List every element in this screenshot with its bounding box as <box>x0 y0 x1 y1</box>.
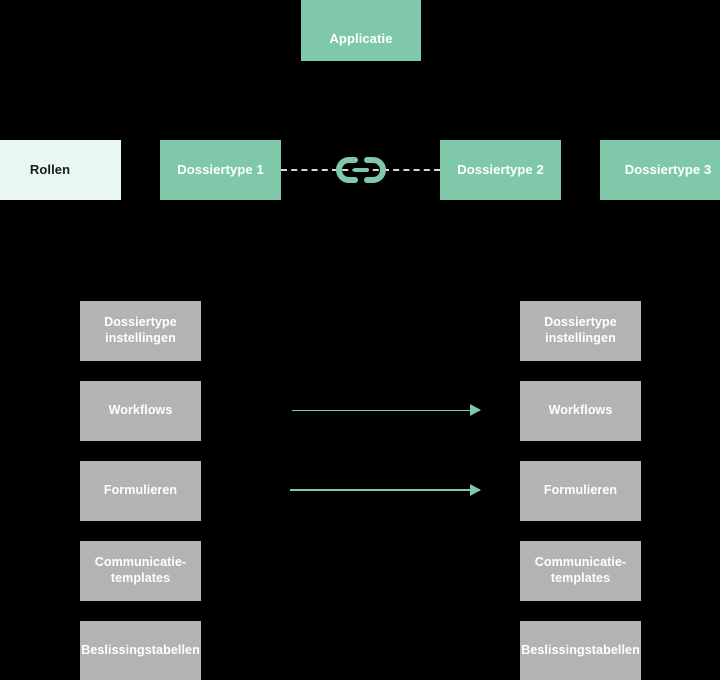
node-dossiertype-3[interactable]: Dossiertype 3 <box>600 140 720 200</box>
right-item-dossiertype-instellingen-label: Dossiertype instellingen <box>544 315 617 345</box>
right-item-dossiertype-instellingen[interactable]: Dossiertype instellingen <box>520 301 641 361</box>
right-item-beslissingstabellen[interactable]: Beslissingstabellen <box>520 621 641 680</box>
left-item-formulieren-label: Formulieren <box>103 483 178 498</box>
arrow-formulieren <box>290 484 481 496</box>
arrow-workflows-shaft <box>292 409 480 411</box>
node-applicatie[interactable]: Applicatie <box>301 0 421 61</box>
chain-link-icon <box>336 157 386 183</box>
node-rollen[interactable]: Rollen <box>0 140 121 200</box>
left-item-workflows[interactable]: Workflows <box>80 381 201 441</box>
node-dossiertype-2-label: Dossiertype 2 <box>457 161 544 177</box>
right-item-formulieren[interactable]: Formulieren <box>520 461 641 521</box>
arrow-workflows <box>292 404 481 416</box>
node-rollen-label: Rollen <box>29 161 71 177</box>
left-item-workflows-label: Workflows <box>108 403 173 418</box>
left-item-formulieren[interactable]: Formulieren <box>80 461 201 521</box>
left-item-beslissingstabellen[interactable]: Beslissingstabellen <box>80 621 201 680</box>
left-item-communicatie-templates[interactable]: Communicatie- templates <box>80 541 201 601</box>
arrow-workflows-head <box>470 404 481 416</box>
right-item-formulieren-label: Formulieren <box>543 483 618 498</box>
left-item-dossiertype-instellingen-label: Dossiertype instellingen <box>104 315 177 345</box>
node-dossiertype-3-label: Dossiertype 3 <box>624 161 712 177</box>
left-item-communicatie-templates-label: Communicatie- templates <box>94 555 187 585</box>
arrow-formulieren-head <box>470 484 481 496</box>
right-item-beslissingstabellen-label: Beslissingstabellen <box>521 643 640 658</box>
right-item-communicatie-templates-label: Communicatie- templates <box>534 555 627 585</box>
arrow-formulieren-shaft <box>290 489 480 491</box>
node-applicatie-label: Applicatie <box>329 30 393 46</box>
node-dossiertype-1[interactable]: Dossiertype 1 <box>160 140 281 200</box>
node-dossiertype-2[interactable]: Dossiertype 2 <box>440 140 561 200</box>
left-item-dossiertype-instellingen[interactable]: Dossiertype instellingen <box>80 301 201 361</box>
left-item-beslissingstabellen-label: Beslissingstabellen <box>81 643 200 658</box>
right-item-workflows-label: Workflows <box>548 403 613 418</box>
right-item-workflows[interactable]: Workflows <box>520 381 641 441</box>
right-item-communicatie-templates[interactable]: Communicatie- templates <box>520 541 641 601</box>
node-dossiertype-1-label: Dossiertype 1 <box>177 161 264 177</box>
